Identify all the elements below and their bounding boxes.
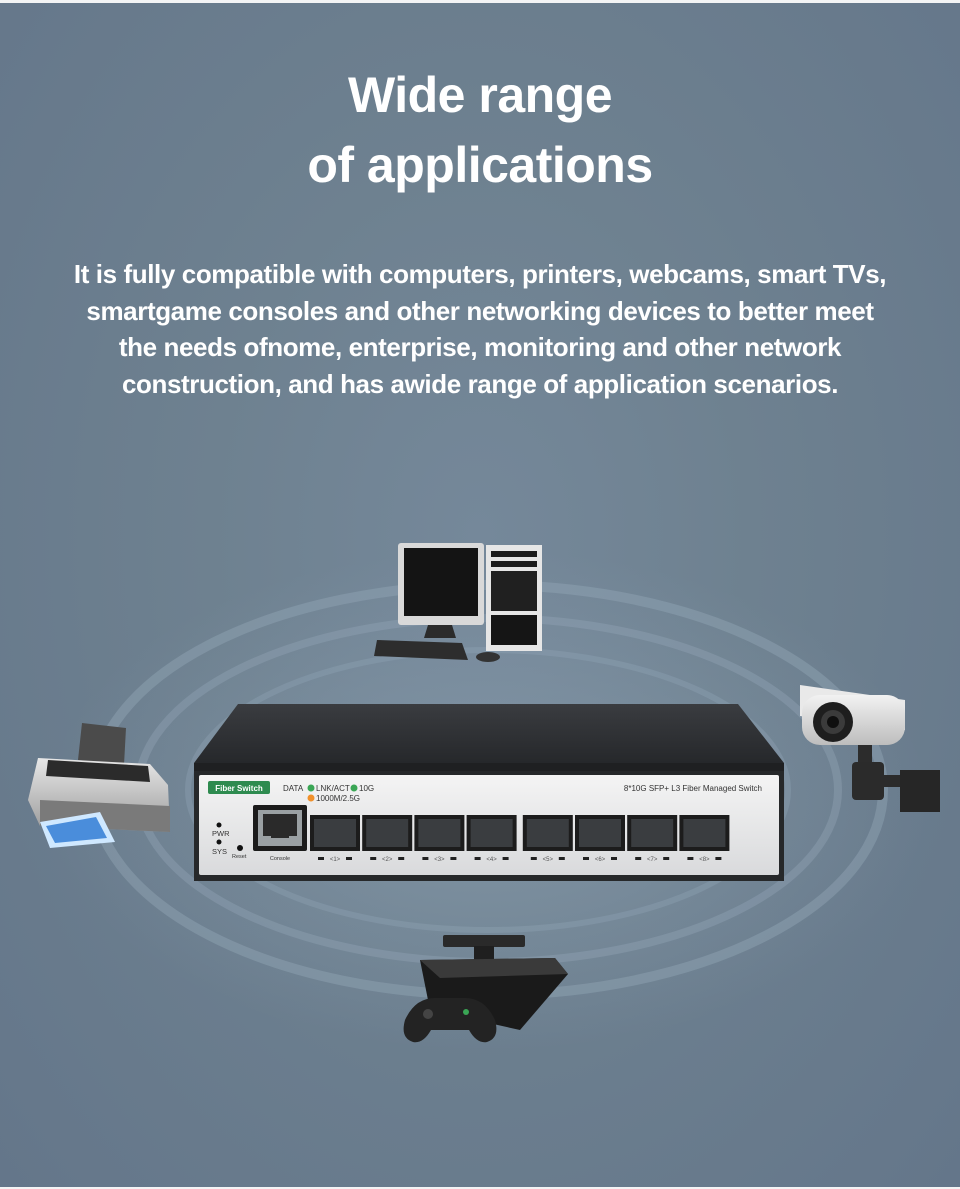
sfp-port-cage: [366, 819, 409, 847]
port-led-icon: [715, 857, 722, 860]
port-number-label: <7>: [647, 857, 658, 863]
description-line: smartgame consoles and other networking …: [86, 295, 874, 326]
port-led-icon: [422, 857, 429, 860]
port-led-icon: [398, 857, 405, 860]
printer-icon: [28, 723, 170, 848]
pwr-led-icon: [216, 822, 222, 828]
desktop-computer-icon: [374, 543, 542, 662]
sfp-port-cage: [470, 819, 513, 847]
bottom-border: [0, 1187, 960, 1189]
lnk-act-label: LNK/ACT: [316, 784, 350, 793]
led-orange-icon: [307, 794, 315, 802]
sfp-port-cage: [314, 819, 356, 847]
pwr-label: PWR: [212, 829, 230, 838]
port-led-icon: [558, 857, 565, 860]
port-led-icon: [370, 857, 377, 860]
port-led-icon: [318, 857, 324, 860]
port-number-label: <4>: [486, 857, 497, 863]
sys-label: SYS: [212, 847, 227, 856]
description-line: construction, and has awide range of app…: [121, 368, 839, 399]
port-led-icon: [663, 857, 670, 860]
port-led-icon: [611, 857, 617, 860]
port-number-label: <2>: [382, 857, 393, 863]
speed-label: 1000M/2.5G: [316, 794, 360, 803]
page-title: Wide range of applications: [0, 60, 960, 200]
description-line: the needs ofnome, enterprise, monitoring…: [118, 332, 842, 362]
reset-button[interactable]: [237, 845, 243, 851]
security-camera-icon: [800, 685, 940, 812]
game-console-icon: [403, 935, 568, 1043]
sfp-port-cage: [683, 819, 726, 847]
port-led-icon: [687, 857, 694, 860]
port-led-icon: [502, 857, 509, 860]
port-number-label: <1>: [330, 857, 341, 863]
reset-label: Reset: [232, 854, 247, 860]
port-led-icon: [583, 857, 589, 860]
description-line: It is fully compatible with computers, p…: [73, 259, 887, 289]
description: It is fully compatible with computers, p…: [14, 256, 946, 402]
badge-label: Fiber Switch: [215, 784, 263, 793]
console-label: Console: [270, 856, 290, 862]
network-switch: Fiber Switch DATA LNK/ACT 10G 1000M/2.5G…: [194, 704, 784, 881]
port-number-label: <8>: [699, 857, 710, 863]
sfp-port-cage: [418, 819, 461, 847]
port-number-label: <5>: [543, 857, 554, 863]
sfp-port-cage: [631, 819, 674, 847]
port-led-icon: [474, 857, 481, 860]
fiber-switch-badge: [208, 781, 270, 794]
port-led-icon: [450, 857, 457, 860]
sfp-port-cage: [526, 819, 569, 847]
data-label: DATA: [283, 784, 304, 793]
model-label: 8*10G SFP+ L3 Fiber Managed Switch: [624, 784, 762, 793]
port-number-label: <6>: [595, 857, 606, 863]
port-led-icon: [635, 857, 642, 860]
sfp-port-cage: [579, 819, 621, 847]
sys-led-icon: [216, 839, 222, 845]
tengig-label: 10G: [359, 784, 374, 793]
port-led-icon: [530, 857, 537, 860]
port-led-icon: [346, 857, 352, 860]
led-green-icon: [350, 784, 358, 792]
title-line-2: of applications: [307, 137, 653, 193]
sfp-port-group: <1> <2> <3> <4> <5> <6> <7> <8>: [310, 815, 730, 863]
top-border: [0, 0, 960, 3]
port-number-label: <3>: [434, 857, 445, 863]
led-green-icon: [307, 784, 315, 792]
title-line-1: Wide range: [347, 67, 613, 123]
